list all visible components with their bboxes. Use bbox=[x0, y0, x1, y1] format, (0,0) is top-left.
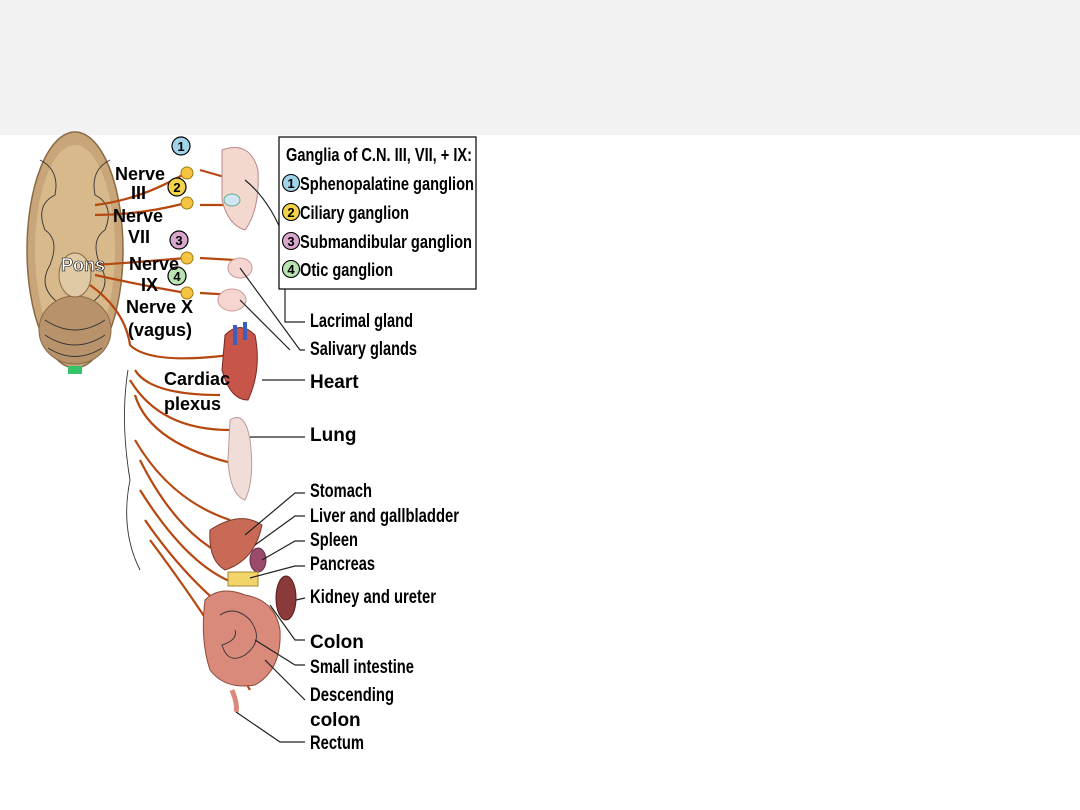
label-cardiac-a: Cardiac bbox=[164, 369, 230, 389]
label-nerve-vii-a: Nerve bbox=[113, 206, 163, 226]
marker-3: 3 bbox=[169, 230, 189, 250]
label-heart: Heart bbox=[310, 372, 359, 393]
svg-text:1: 1 bbox=[177, 139, 184, 154]
svg-text:2: 2 bbox=[287, 205, 294, 220]
ganglia bbox=[180, 166, 194, 300]
svg-text:4: 4 bbox=[287, 262, 295, 277]
label-pancreas: Pancreas bbox=[310, 554, 375, 575]
brain-labels: Nerve III Nerve VII Pons Nerve IX Nerve … bbox=[61, 164, 230, 414]
marker-2: 2 bbox=[167, 177, 187, 197]
label-small-intestine: Small intestine bbox=[310, 657, 414, 678]
label-nerve-ix-b: IX bbox=[141, 275, 158, 295]
title-band bbox=[0, 0, 1080, 135]
brain-illustration bbox=[26, 131, 124, 374]
label-lacrimal-gland: Lacrimal gland bbox=[310, 311, 413, 332]
label-nerve-x-a: Nerve X bbox=[126, 297, 193, 317]
label-colon: Colon bbox=[310, 632, 364, 653]
label-rectum: Rectum bbox=[310, 733, 364, 754]
organ-labels: Lacrimal gland Salivary glands Heart Lun… bbox=[310, 311, 459, 754]
ganglia-legend: Ganglia of C.N. III, VII, + IX: 1 Spheno… bbox=[278, 136, 477, 290]
label-nerve-iii-b: III bbox=[131, 183, 146, 203]
label-descending-colon: colon bbox=[310, 710, 361, 731]
legend-item-3: Submandibular ganglion bbox=[300, 232, 472, 252]
label-nerve-vii-b: VII bbox=[128, 227, 150, 247]
label-nerve-ix-a: Nerve bbox=[129, 254, 179, 274]
legend-item-4: Otic ganglion bbox=[300, 260, 393, 280]
label-lung: Lung bbox=[310, 425, 356, 446]
label-salivary-glands: Salivary glands bbox=[310, 339, 417, 360]
marker-1: 1 bbox=[171, 136, 191, 156]
organs-illustration bbox=[202, 147, 297, 713]
label-pons: Pons bbox=[61, 255, 105, 275]
legend-title: Ganglia of C.N. III, VII, + IX: bbox=[286, 145, 472, 165]
svg-text:4: 4 bbox=[173, 269, 181, 284]
legend-item-1: Sphenopalatine ganglion bbox=[300, 174, 474, 194]
label-cardiac-b: plexus bbox=[164, 394, 221, 414]
svg-text:2: 2 bbox=[173, 180, 180, 195]
svg-text:3: 3 bbox=[287, 234, 294, 249]
label-nerve-x-b: (vagus) bbox=[128, 320, 192, 340]
marker-4: 4 bbox=[167, 266, 187, 286]
label-kidney-ureter: Kidney and ureter bbox=[310, 587, 436, 608]
svg-text:3: 3 bbox=[175, 233, 182, 248]
label-descending: Descending bbox=[310, 685, 394, 706]
label-nerve-iii-a: Nerve bbox=[115, 164, 165, 184]
legend-item-2: Ciliary ganglion bbox=[300, 203, 409, 223]
svg-text:1: 1 bbox=[287, 176, 294, 191]
label-stomach: Stomach bbox=[310, 481, 372, 502]
label-liver-gallbladder: Liver and gallbladder bbox=[310, 506, 459, 527]
label-spleen: Spleen bbox=[310, 530, 358, 551]
